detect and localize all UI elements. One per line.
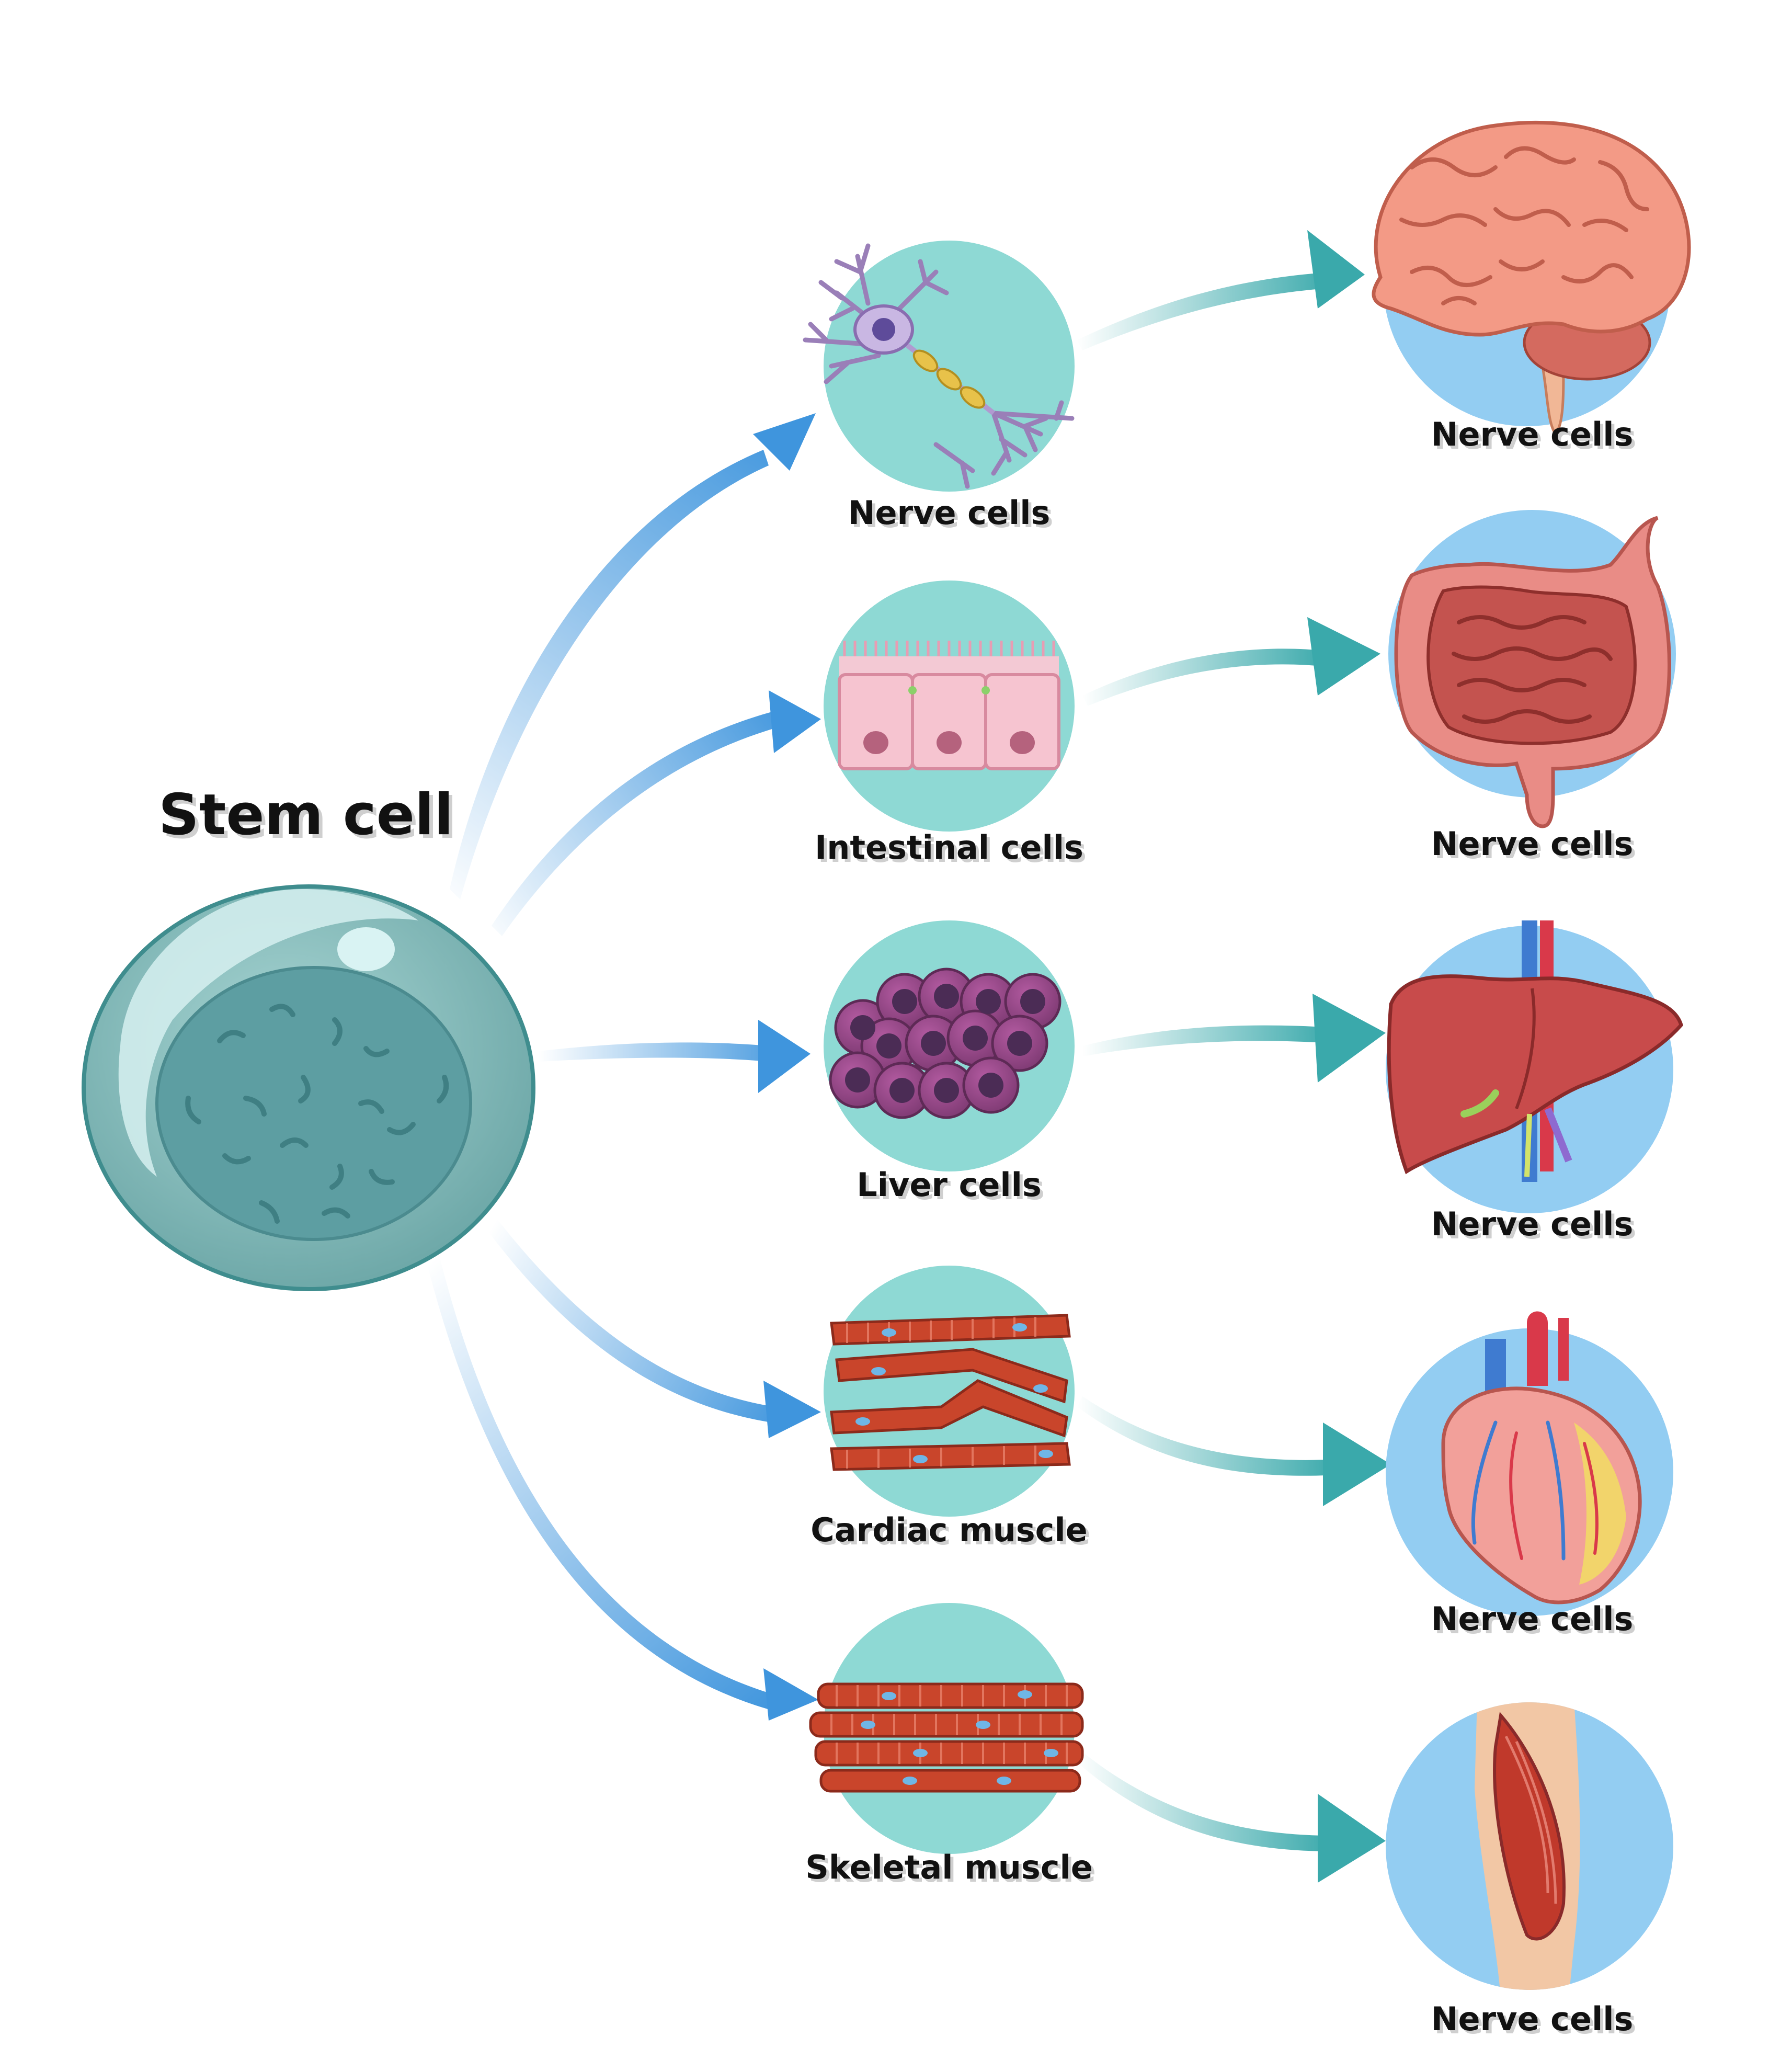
heart-icon [1441, 1311, 1642, 1605]
cell-label-nerve: Nerve cells [848, 494, 1051, 532]
stem-to-cell-arrows [426, 413, 821, 1721]
stem-cell-title: Stem cell [158, 782, 454, 848]
cell-label-cardiac: Cardiac muscle [811, 1511, 1088, 1549]
arrow-head-nerve [753, 413, 816, 471]
cell-label-liver: Liver cells [857, 1166, 1042, 1204]
nerve-cell-circle [824, 241, 1075, 492]
cell-label-intestinal: Intestinal cells [815, 828, 1083, 867]
organ-label-liver: Nerve cells [1431, 1205, 1634, 1243]
intestinal-cells-icon [838, 641, 1060, 770]
organ-label-intestine: Nerve cells [1431, 825, 1634, 863]
organ-label-heart: Nerve cells [1431, 1600, 1634, 1638]
cell-to-organ-arrows [1077, 230, 1391, 1883]
organ-label-brain: Nerve cells [1431, 415, 1634, 453]
arrow-head-cardiac [763, 1381, 821, 1438]
neuron-icon [803, 243, 1075, 489]
liver-cells-icon [829, 968, 1061, 1119]
arrow-head-intestinal [769, 690, 821, 753]
organ-label-leg: Nerve cells [1431, 2000, 1634, 2038]
arrow-head-liver [758, 1020, 811, 1093]
skeletal-muscle-icon [809, 1682, 1084, 1793]
intestine-icon [1394, 516, 1671, 828]
brain-icon [1372, 120, 1691, 437]
liver-icon [1387, 920, 1683, 1182]
leg-muscle-icon [1475, 1702, 1580, 1990]
arrow-head-skeletal [763, 1668, 818, 1721]
stem-cell-illustration [82, 884, 535, 1291]
cell-label-skeletal: Skeletal muscle [805, 1848, 1093, 1886]
cardiac-muscle-icon [830, 1314, 1071, 1471]
